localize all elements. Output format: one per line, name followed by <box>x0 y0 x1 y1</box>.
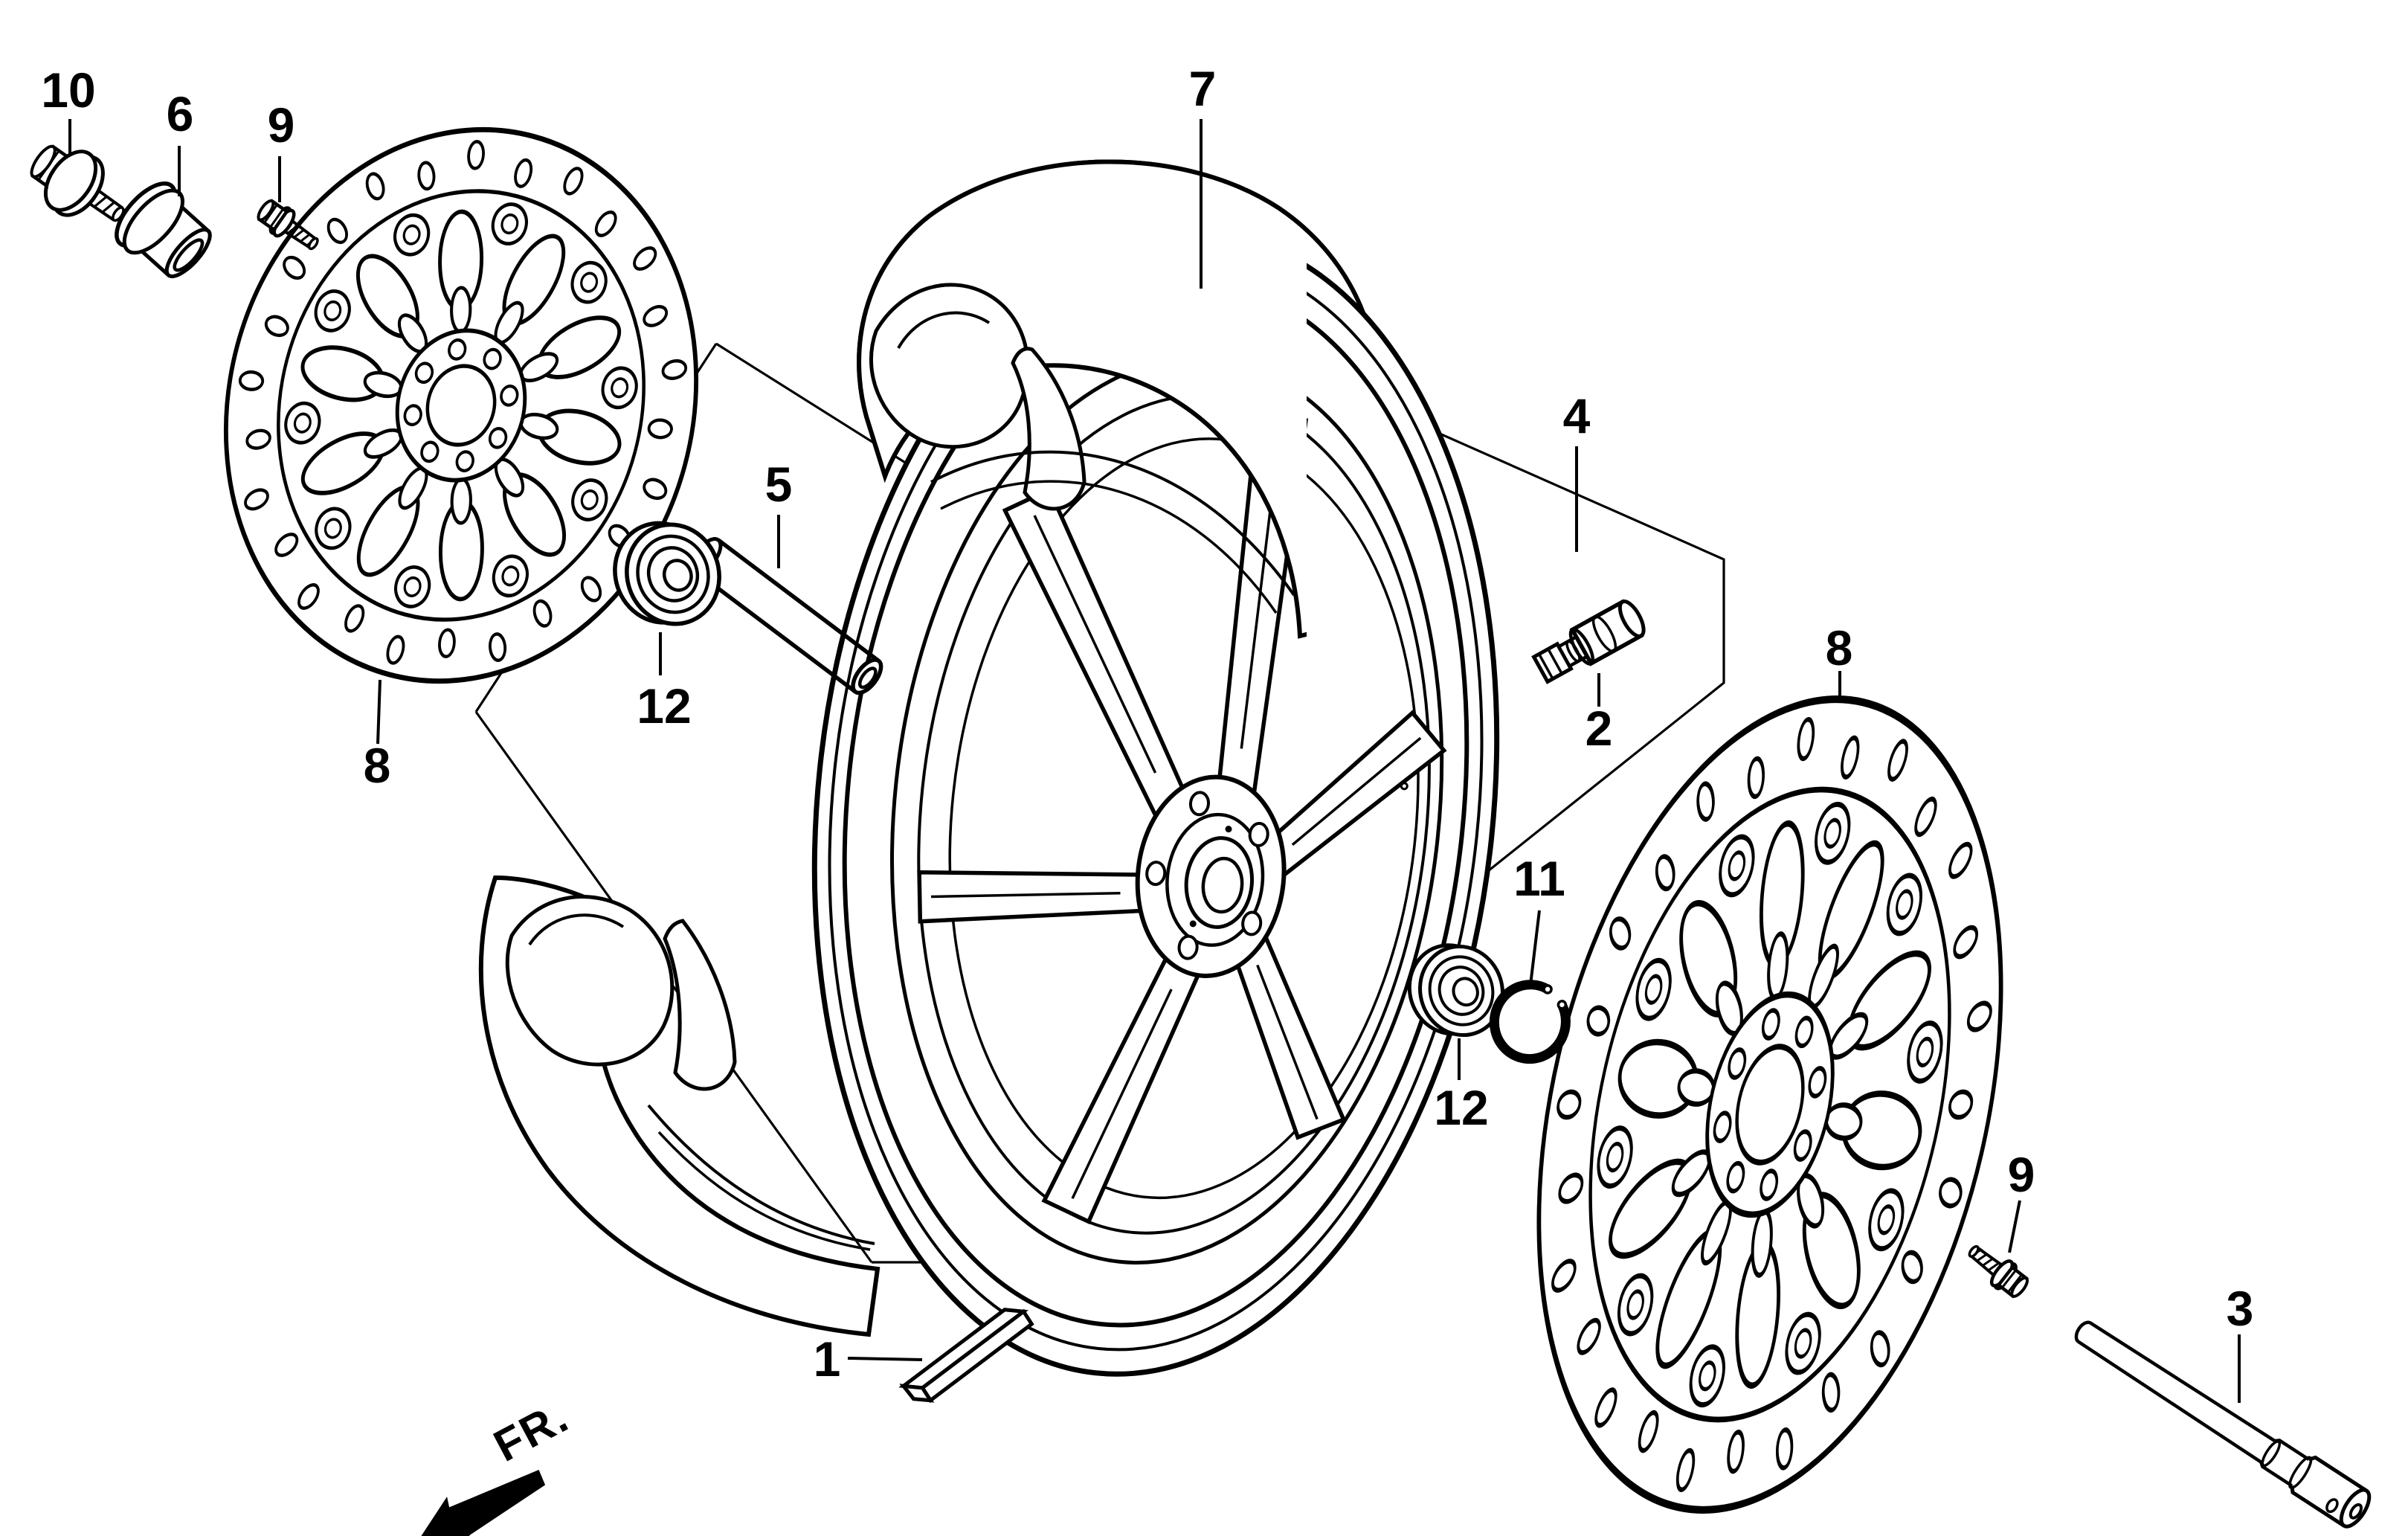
callout-front-wheel: 4 <box>1563 388 1591 552</box>
callout-label-brake-disc-right: 8 <box>1826 620 1853 675</box>
side-collar <box>115 181 212 278</box>
fr-direction-arrow: FR. <box>408 1392 576 1536</box>
brake-disc-right <box>1536 695 2003 1514</box>
disc-bolt-left <box>257 199 319 251</box>
callout-balance-weight: 1 <box>814 1331 923 1386</box>
wheel-bearing-right <box>1407 943 1504 1038</box>
callout-label-axle-distance-collar: 5 <box>765 457 793 512</box>
tire-section-lower <box>478 875 881 1337</box>
callout-front-axle: 3 <box>2227 1281 2254 1403</box>
rim-valve <box>1531 599 1646 684</box>
callout-brake-disc-left: 8 <box>364 679 391 793</box>
callout-label-front-axle: 3 <box>2227 1281 2254 1336</box>
callout-leader-bearing-snap-ring <box>1529 910 1541 986</box>
wheel-bearing-left <box>613 521 721 626</box>
callout-label-side-collar: 6 <box>167 86 194 141</box>
callout-label-disc-bolt-left: 9 <box>268 97 295 152</box>
callout-label-wheel-bearing-right: 12 <box>1434 1080 1488 1135</box>
callout-label-bearing-snap-ring: 11 <box>1513 851 1565 906</box>
callout-brake-disc-right: 8 <box>1826 620 1853 696</box>
fr-label: FR. <box>486 1392 576 1471</box>
callout-label-flange-bolt: 10 <box>41 62 95 118</box>
callout-disc-bolt-right: 9 <box>2008 1147 2035 1253</box>
bearing-snap-ring <box>1489 980 1571 1064</box>
callout-leader-balance-weight <box>847 1357 923 1361</box>
balance-weight <box>898 1308 1034 1404</box>
front-axle <box>2074 1320 2372 1529</box>
callout-axle-distance-collar: 5 <box>765 457 793 568</box>
callout-side-collar: 6 <box>167 86 194 196</box>
callout-wheel-bearing-right: 12 <box>1434 1038 1489 1135</box>
callout-leader-brake-disc-left <box>376 679 382 745</box>
disc-bolt-right <box>1968 1244 2029 1299</box>
callout-label-rim-valve: 2 <box>1586 701 1613 756</box>
callout-wheel-bearing-left: 12 <box>637 632 692 733</box>
callouts: 10 6 9 7 5 12 4 2 11 12 8 8 9 3 1 <box>41 61 2253 1403</box>
flange-bolt <box>30 144 125 222</box>
callout-leader-disc-bolt-right <box>2008 1200 2021 1253</box>
brake-disc-left <box>223 126 699 684</box>
callout-disc-bolt-left: 9 <box>268 97 295 202</box>
callout-rim-valve: 2 <box>1586 673 1613 756</box>
callout-label-front-wheel: 4 <box>1563 388 1591 443</box>
callout-flange-bolt: 10 <box>41 62 96 153</box>
callout-bearing-snap-ring: 11 <box>1513 851 1565 986</box>
callout-label-brake-disc-left: 8 <box>364 738 391 793</box>
callout-tire-flap: 7 <box>1189 61 1217 289</box>
callout-label-tire-flap: 7 <box>1189 61 1217 116</box>
callout-label-balance-weight: 1 <box>814 1331 841 1386</box>
callout-label-wheel-bearing-left: 12 <box>637 678 691 733</box>
callout-label-disc-bolt-right: 9 <box>2008 1147 2035 1202</box>
fr-arrow-icon <box>408 1469 546 1536</box>
front-wheel <box>811 230 1500 1377</box>
